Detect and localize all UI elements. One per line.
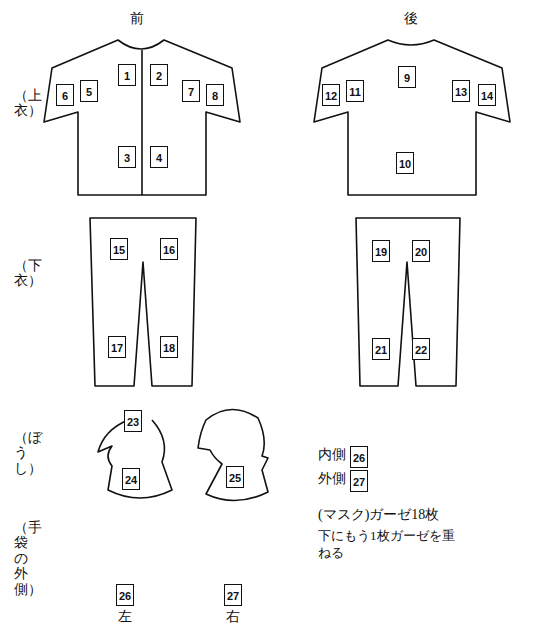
section-label: （手袋の外側） <box>14 520 28 597</box>
badge-box: 21 <box>372 338 390 360</box>
badge-box: 8 <box>206 84 224 106</box>
badge-box: 12 <box>322 84 340 106</box>
callout-number: 3 <box>124 152 130 164</box>
badge-box: 16 <box>160 238 178 260</box>
callout-number: 2 <box>156 70 162 82</box>
callout-number: 14 <box>481 90 493 102</box>
badge-box: 3 <box>118 146 136 168</box>
callout-number: 26 <box>119 590 131 602</box>
callout-number: 20 <box>415 246 427 258</box>
section-label: （上衣） <box>14 88 28 119</box>
note-label: (マスク)ガーゼ18枚 <box>318 506 439 524</box>
callout-number: 15 <box>113 244 125 256</box>
badge-box: 24 <box>122 468 140 490</box>
badge-box: 14 <box>478 84 496 106</box>
badge-box: 9 <box>398 66 416 88</box>
badge-box: 27 <box>224 584 242 606</box>
callout-number: 24 <box>125 474 137 486</box>
callout-number: 25 <box>229 472 241 484</box>
badge-box: 10 <box>396 152 414 174</box>
callout-number: 21 <box>375 344 387 356</box>
callout-number: 7 <box>188 86 194 98</box>
section-label: （ぼうし） <box>14 430 28 476</box>
note-label: 左 <box>118 608 132 626</box>
callout-number: 5 <box>86 86 92 98</box>
badge-box: 22 <box>412 338 430 360</box>
badge-box: 19 <box>372 240 390 262</box>
callout-number: 11 <box>349 86 361 98</box>
jacket-front-opening <box>141 50 143 195</box>
callout-number: 17 <box>111 342 123 354</box>
callout-number: 26 <box>353 452 365 464</box>
note-label: 右 <box>226 608 240 626</box>
callout-number: 1 <box>124 70 130 82</box>
callout-number: 13 <box>455 86 467 98</box>
badge-box: 13 <box>452 80 470 102</box>
callout-number: 18 <box>163 342 175 354</box>
badge-box: 25 <box>226 466 244 488</box>
section-label: （下衣） <box>14 258 28 289</box>
badge-box: 26 <box>116 584 134 606</box>
callout-number: 4 <box>156 152 162 164</box>
callout-number: 10 <box>399 158 411 170</box>
badge-box: 23 <box>124 410 142 432</box>
badge-box: 6 <box>56 84 74 106</box>
badge-box: 5 <box>80 80 98 102</box>
badge-box: 7 <box>182 80 200 102</box>
trousers-front <box>90 218 196 386</box>
jacket-front <box>44 40 240 195</box>
badge-box: 18 <box>160 336 178 358</box>
callout-number: 23 <box>127 416 139 428</box>
badge-box: 26 <box>350 446 368 468</box>
note-label: 後 <box>404 10 418 28</box>
badge-box: 17 <box>108 336 126 358</box>
badge-box: 2 <box>150 64 168 86</box>
badge-box: 20 <box>412 240 430 262</box>
callout-number: 27 <box>227 590 239 602</box>
callout-number: 19 <box>375 246 387 258</box>
callout-number: 27 <box>353 476 365 488</box>
callout-number: 9 <box>404 72 410 84</box>
trousers-back <box>356 218 460 386</box>
callout-number: 8 <box>212 90 218 102</box>
note-label: 外側 <box>318 470 346 488</box>
badge-box: 27 <box>350 470 368 492</box>
jacket-back <box>314 40 510 195</box>
badge-box: 15 <box>110 238 128 260</box>
badge-box: 11 <box>346 80 364 102</box>
note-label: 下にもう1枚ガーゼを重ねる <box>318 528 458 562</box>
callout-number: 12 <box>325 90 337 102</box>
callout-number: 22 <box>415 344 427 356</box>
callout-number: 6 <box>62 90 68 102</box>
badge-box: 1 <box>118 64 136 86</box>
hood-side <box>198 409 268 500</box>
note-label: 内側 <box>318 446 346 464</box>
badge-box: 4 <box>150 146 168 168</box>
callout-number: 16 <box>163 244 175 256</box>
note-label: 前 <box>130 10 144 28</box>
